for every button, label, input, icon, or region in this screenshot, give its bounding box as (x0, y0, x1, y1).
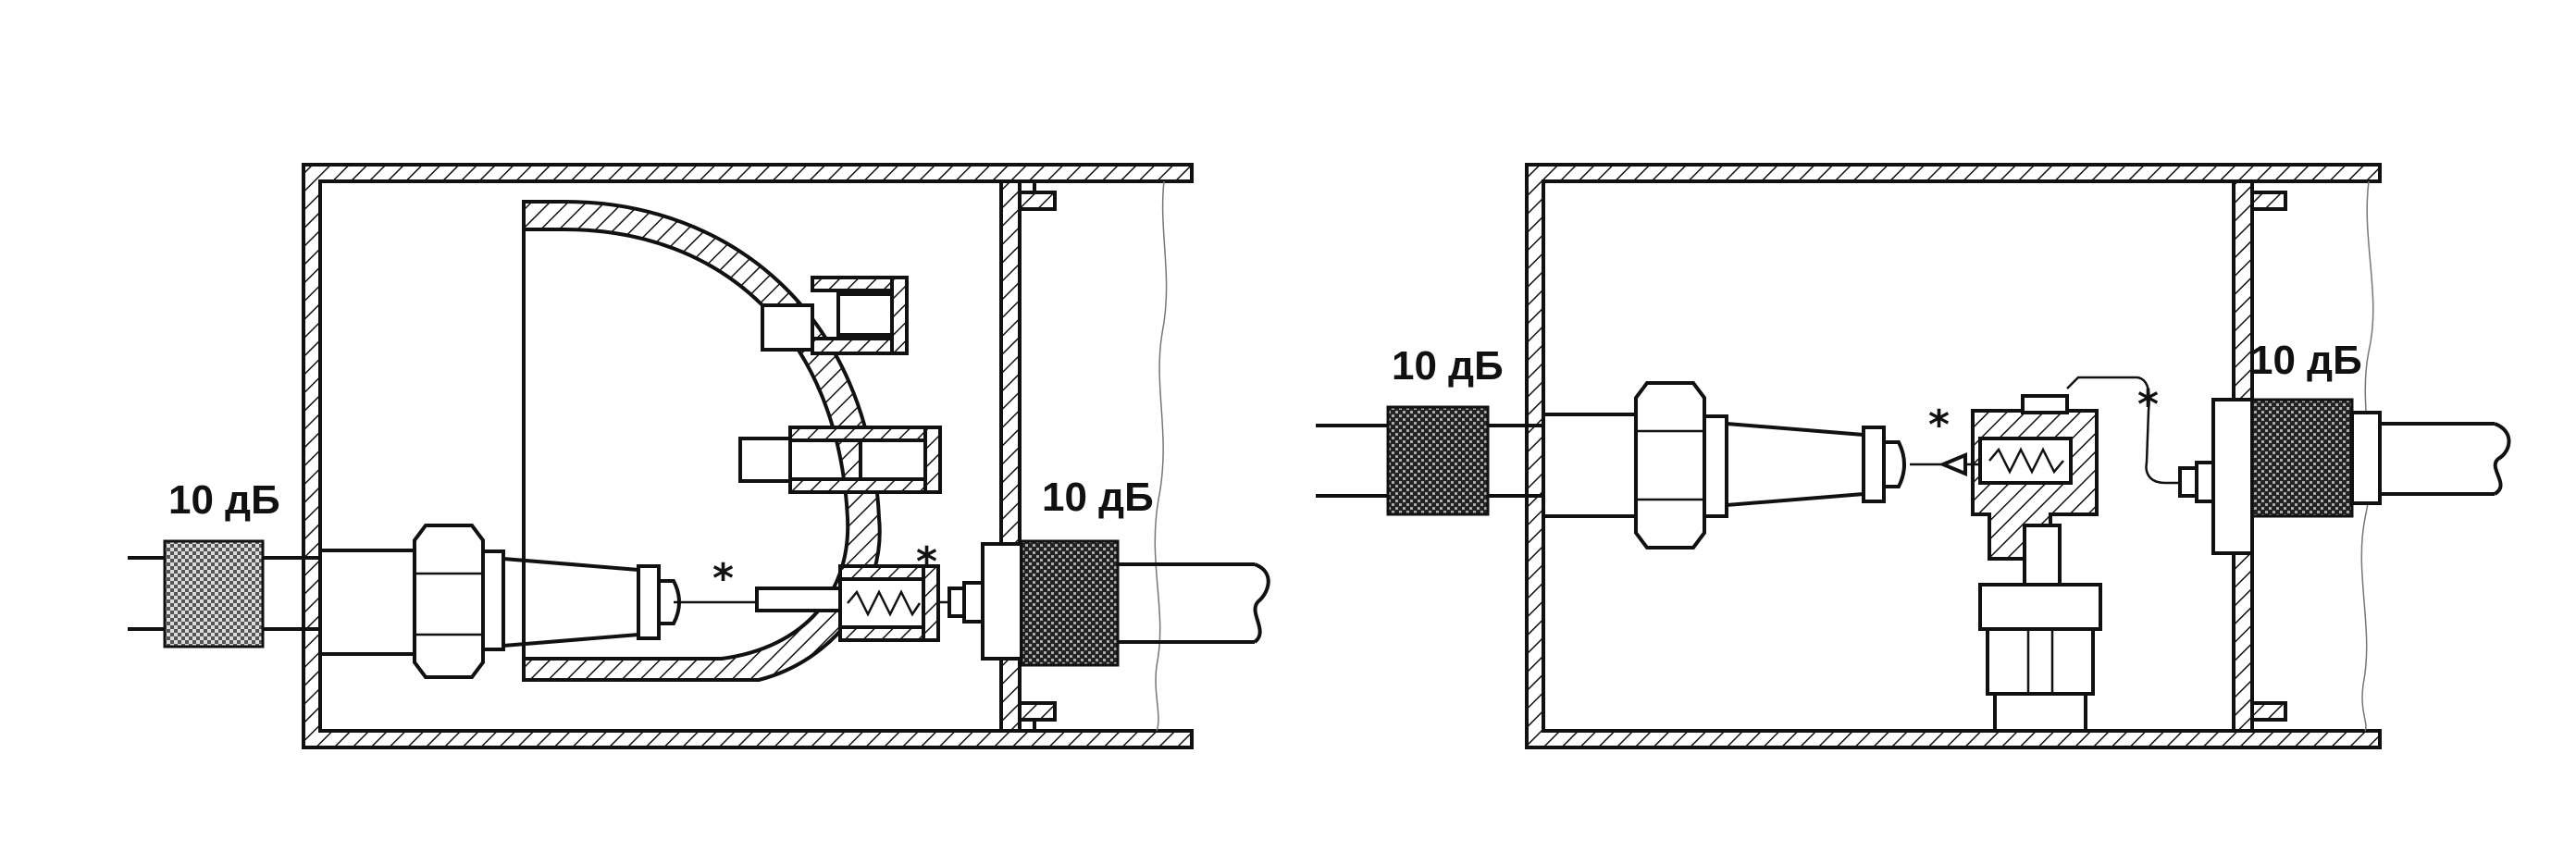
left-input-cable (128, 556, 320, 631)
left-input-attenuator-label: 10 дБ (168, 477, 280, 523)
right-output-attenuator (2250, 398, 2354, 518)
right-input-attenuator (1386, 405, 1490, 516)
right-probe-block (1910, 376, 2180, 733)
right-input-cable (1316, 424, 1543, 498)
left-reference-mark-1: * (712, 555, 734, 602)
left-output-attenuator-label: 10 дБ (1042, 475, 1154, 520)
left-output-connector (938, 542, 1023, 661)
right-output-connector (2178, 398, 2254, 555)
right-input-attenuator-label: 10 дБ (1392, 343, 1504, 389)
right-output-cable (2350, 411, 2511, 505)
right-output-attenuator-label: 10 дБ (2250, 338, 2362, 383)
left-output-cable (1118, 562, 1270, 644)
right-reference-mark-2: * (2137, 381, 2159, 428)
left-reference-mark-2: * (916, 538, 937, 586)
right-connector (1542, 381, 1906, 549)
left-dome-head (522, 200, 942, 682)
left-fixture: 10 дБ 10 дБ * * (128, 163, 1270, 749)
left-output-attenuator (1020, 539, 1120, 667)
left-input-attenuator (163, 539, 265, 648)
right-fixture: 10 дБ 10 дБ * * (1316, 163, 2511, 749)
left-connector (318, 524, 681, 679)
right-reference-mark-1: * (1928, 401, 1950, 449)
